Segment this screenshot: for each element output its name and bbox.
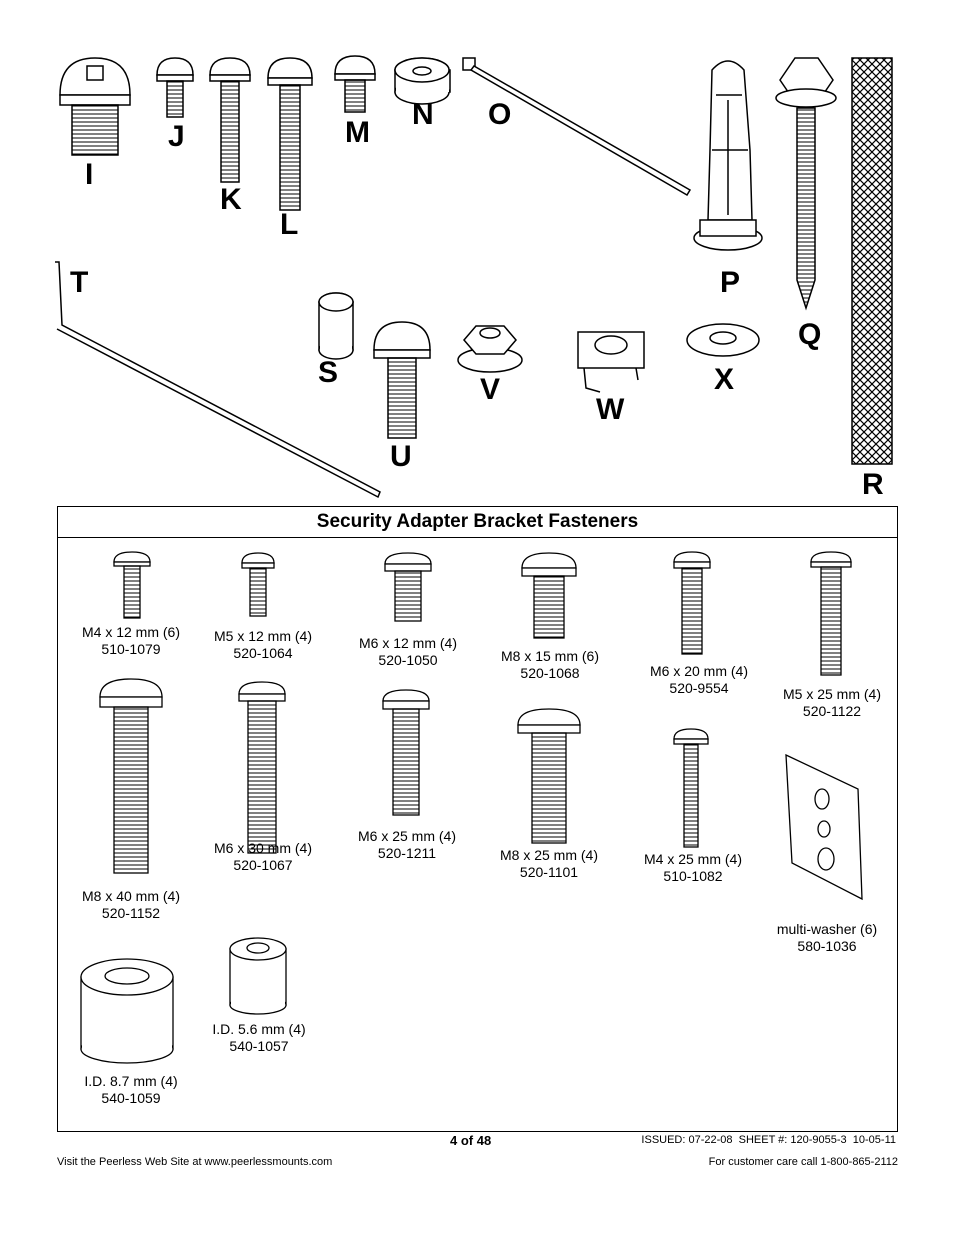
bolt-m5x12 bbox=[241, 552, 275, 617]
part-k-screw bbox=[209, 57, 251, 183]
part-label-t: T bbox=[70, 266, 89, 299]
part-label-l: L bbox=[280, 208, 299, 241]
part-label-s: S bbox=[318, 356, 339, 389]
bolt-m8x40 bbox=[99, 678, 163, 874]
bolt-m4x12 bbox=[113, 551, 151, 619]
part-label-w: W bbox=[596, 393, 625, 426]
caption-m4x25: M4 x 25 mm (4)510-1082 bbox=[643, 851, 742, 884]
part-u-screw bbox=[373, 321, 431, 439]
part-j-screw bbox=[156, 57, 194, 118]
bolt-m8x15 bbox=[521, 552, 577, 639]
bolt-m8x25 bbox=[517, 708, 581, 844]
website-text: Visit the Peerless Web Site at www.peerl… bbox=[57, 1156, 333, 1168]
part-label-q: Q bbox=[798, 318, 822, 351]
part-label-k: K bbox=[220, 183, 242, 216]
part-n-spacer bbox=[394, 57, 451, 105]
spacer-id-5-6 bbox=[229, 937, 287, 1015]
part-t-hex-key bbox=[55, 261, 381, 499]
part-v-flange-nut bbox=[457, 325, 523, 373]
part-q-lag-bolt bbox=[775, 57, 837, 311]
part-label-n: N bbox=[412, 98, 434, 131]
part-label-j: J bbox=[168, 120, 185, 153]
bolt-m6x30 bbox=[238, 681, 286, 854]
part-o-cable-tie bbox=[462, 57, 692, 197]
spacer-id-8-7 bbox=[80, 958, 174, 1064]
part-w-cage-nut bbox=[577, 331, 645, 393]
part-label-m: M bbox=[345, 116, 370, 149]
part-label-p: P bbox=[720, 266, 741, 299]
caption-m8x25: M8 x 25 mm (4)520-1101 bbox=[499, 847, 598, 880]
part-i-screw bbox=[59, 57, 131, 156]
multi-washer-plate bbox=[785, 753, 863, 901]
bolt-m5x25 bbox=[810, 551, 852, 676]
caption-id-8-7: I.D. 8.7 mm (4)540-1059 bbox=[84, 1073, 178, 1106]
part-m-screw bbox=[334, 55, 376, 113]
caption-m8x15: M8 x 15 mm (6)520-1068 bbox=[500, 648, 599, 681]
part-label-x: X bbox=[714, 363, 735, 396]
part-x-washer bbox=[686, 323, 760, 357]
issued-info: ISSUED: 07-22-08 SHEET #: 120-9055-3 10-… bbox=[641, 1134, 896, 1146]
page-number: 4 of 48 bbox=[450, 1133, 492, 1148]
part-p-anchor bbox=[693, 60, 763, 251]
caption-m6x20: M6 x 20 mm (4)520-9554 bbox=[649, 663, 748, 696]
part-label-u: U bbox=[390, 440, 412, 473]
caption-m6x30: M6 x 30 mm (4)520-1067 bbox=[213, 840, 312, 873]
part-s-sleeve bbox=[318, 292, 354, 360]
part-label-r: R bbox=[862, 468, 884, 501]
parts-illustration: I J K L M N O P Q R S T U V W X bbox=[0, 0, 954, 505]
part-label-o: O bbox=[488, 98, 512, 131]
caption-m6x25: M6 x 25 mm (4)520-1211 bbox=[357, 828, 456, 861]
bolt-m6x25 bbox=[382, 689, 430, 816]
parts-drawing bbox=[55, 55, 893, 499]
caption-m5x12: M5 x 12 mm (4)520-1064 bbox=[213, 628, 312, 661]
fastener-panel: Security Adapter Bracket Fasteners bbox=[57, 506, 898, 1132]
panel-title: Security Adapter Bracket Fasteners bbox=[58, 507, 897, 538]
part-label-i: I bbox=[85, 158, 94, 191]
bolt-m6x12 bbox=[384, 552, 432, 622]
caption-m4x12: M4 x 12 mm (6)510-1079 bbox=[81, 624, 180, 657]
bolt-m4x25 bbox=[673, 728, 709, 848]
caption-m5x25: M5 x 25 mm (4)520-1122 bbox=[782, 686, 881, 719]
part-r-mesh bbox=[851, 57, 893, 465]
customer-care-text: For customer care call 1-800-865-2112 bbox=[708, 1156, 898, 1168]
part-label-v: V bbox=[480, 373, 501, 406]
part-l-screw bbox=[267, 57, 313, 211]
bolt-m6x20 bbox=[673, 551, 711, 655]
fastener-drawings bbox=[80, 551, 863, 1064]
caption-m6x12: M6 x 12 mm (4)520-1050 bbox=[358, 635, 457, 668]
caption-m8x40: M8 x 40 mm (4)520-1152 bbox=[81, 888, 180, 921]
caption-multi-washer: multi-washer (6)580-1036 bbox=[776, 921, 878, 954]
caption-id-5-6: I.D. 5.6 mm (4)540-1057 bbox=[212, 1021, 306, 1054]
